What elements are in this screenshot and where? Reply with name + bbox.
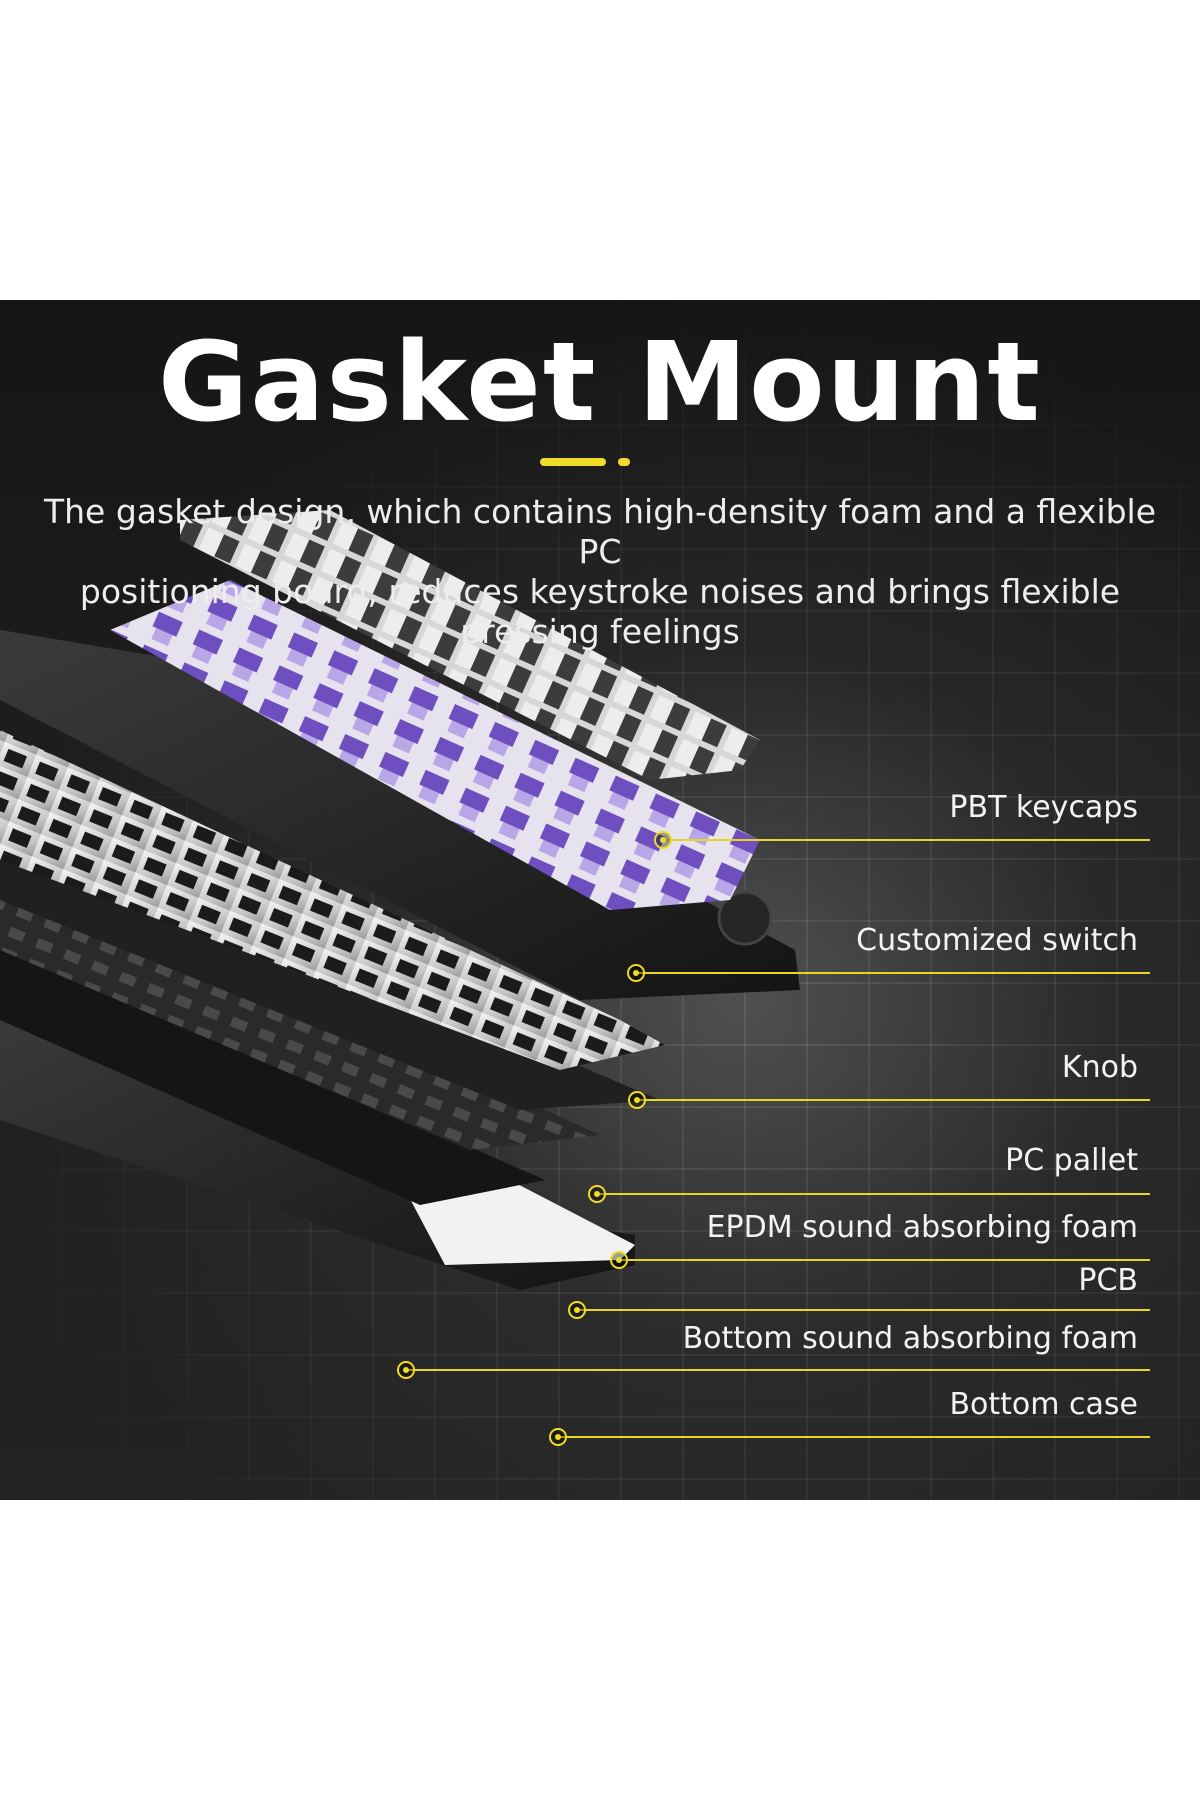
leader-line bbox=[406, 1369, 1150, 1371]
leader-line bbox=[636, 972, 1150, 974]
accent-dot bbox=[618, 458, 630, 466]
callout-dot bbox=[654, 831, 672, 849]
pc-pallet-shape bbox=[0, 730, 665, 1070]
exploded-keyboard-illustration bbox=[0, 510, 800, 1290]
label-epdm-foam: EPDM sound absorbing foam bbox=[706, 1210, 1138, 1245]
description-line: The gasket design, which contains high-d… bbox=[43, 492, 1157, 571]
knob-shape bbox=[717, 890, 773, 946]
label-bottom-case: Bottom case bbox=[949, 1387, 1138, 1422]
description-line: positioning board, reduces keystroke noi… bbox=[79, 572, 1121, 611]
description-line: pressing feelings bbox=[460, 612, 740, 651]
leader-line bbox=[663, 839, 1150, 841]
keycap-layer-shape bbox=[180, 510, 760, 780]
accent-bar bbox=[540, 458, 606, 466]
leader-line bbox=[577, 1309, 1150, 1311]
label-bottom-foam: Bottom sound absorbing foam bbox=[682, 1321, 1138, 1356]
label-pbt-keycaps: PBT keycaps bbox=[949, 790, 1138, 825]
leader-line bbox=[619, 1259, 1150, 1261]
callout-dot bbox=[628, 1091, 646, 1109]
callout-dot bbox=[610, 1251, 628, 1269]
label-knob: Knob bbox=[1061, 1050, 1138, 1085]
label-pcb: PCB bbox=[1078, 1263, 1138, 1298]
leader-line bbox=[597, 1193, 1150, 1195]
label-customized-switch: Customized switch bbox=[856, 923, 1138, 958]
page-title: Gasket Mount bbox=[158, 318, 1042, 446]
description: The gasket design, which contains high-d… bbox=[20, 492, 1180, 652]
top-case-frame bbox=[0, 630, 800, 1000]
callout-dot bbox=[627, 964, 645, 982]
callout-dot bbox=[588, 1185, 606, 1203]
label-pc-pallet: PC pallet bbox=[1005, 1143, 1138, 1178]
bottom-case-tray bbox=[400, 1175, 635, 1265]
callout-dot bbox=[397, 1361, 415, 1379]
product-banner: Gasket Mount The gasket design, which co… bbox=[0, 300, 1200, 1500]
leader-line bbox=[637, 1099, 1150, 1101]
callout-dot bbox=[549, 1428, 567, 1446]
switch-layer-shape bbox=[110, 580, 760, 910]
callout-dot bbox=[568, 1301, 586, 1319]
leader-line bbox=[558, 1436, 1150, 1438]
